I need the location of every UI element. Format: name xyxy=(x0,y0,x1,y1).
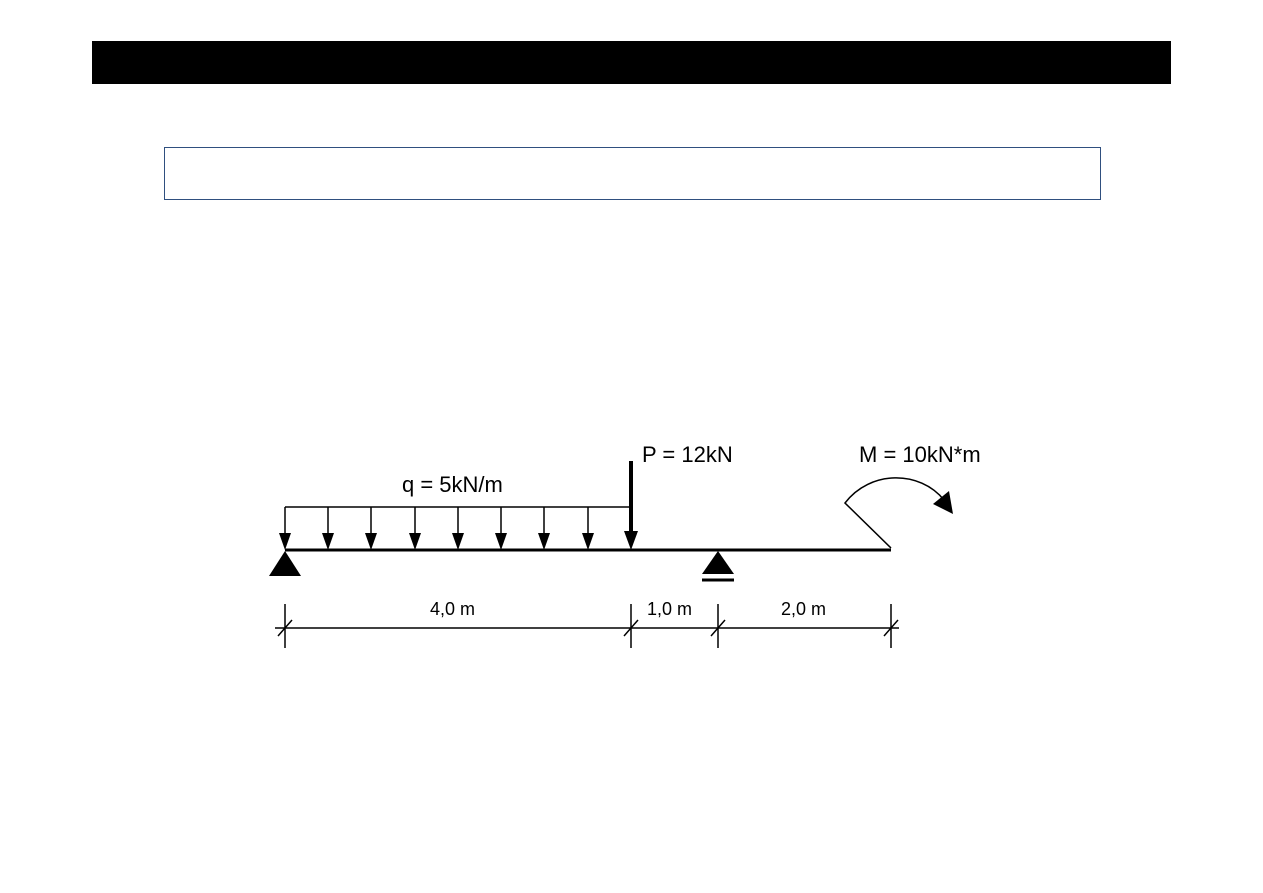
point-load-arrow-head xyxy=(624,531,638,550)
distributed-load-arrows xyxy=(279,507,594,550)
load-arrow-head xyxy=(582,533,594,550)
load-arrow-head xyxy=(279,533,291,550)
roller-support-icon xyxy=(702,551,734,574)
point-load-label: P = 12kN xyxy=(642,442,733,467)
dimension-slash xyxy=(710,619,726,637)
moment-arrow-head xyxy=(933,491,953,514)
distributed-load-label: q = 5kN/m xyxy=(402,472,503,497)
pin-support-icon xyxy=(269,551,301,576)
moment-label: M = 10kN*m xyxy=(859,442,981,467)
load-arrow-head xyxy=(452,533,464,550)
dimension-label-4m: 4,0 m xyxy=(430,599,475,619)
load-arrow-head xyxy=(322,533,334,550)
dimension-label-2m: 2,0 m xyxy=(781,599,826,619)
load-arrow-head xyxy=(409,533,421,550)
dimension-ticks xyxy=(277,604,899,648)
moment-arc xyxy=(844,477,945,549)
dimension-slash xyxy=(883,619,899,637)
load-arrow-head xyxy=(538,533,550,550)
dimension-slash xyxy=(277,619,293,637)
header-bar xyxy=(92,41,1171,84)
title-frame xyxy=(164,147,1101,200)
load-arrow-head xyxy=(365,533,377,550)
load-arrow-head xyxy=(495,533,507,550)
dimension-slash xyxy=(623,619,639,637)
dimension-label-1m: 1,0 m xyxy=(647,599,692,619)
